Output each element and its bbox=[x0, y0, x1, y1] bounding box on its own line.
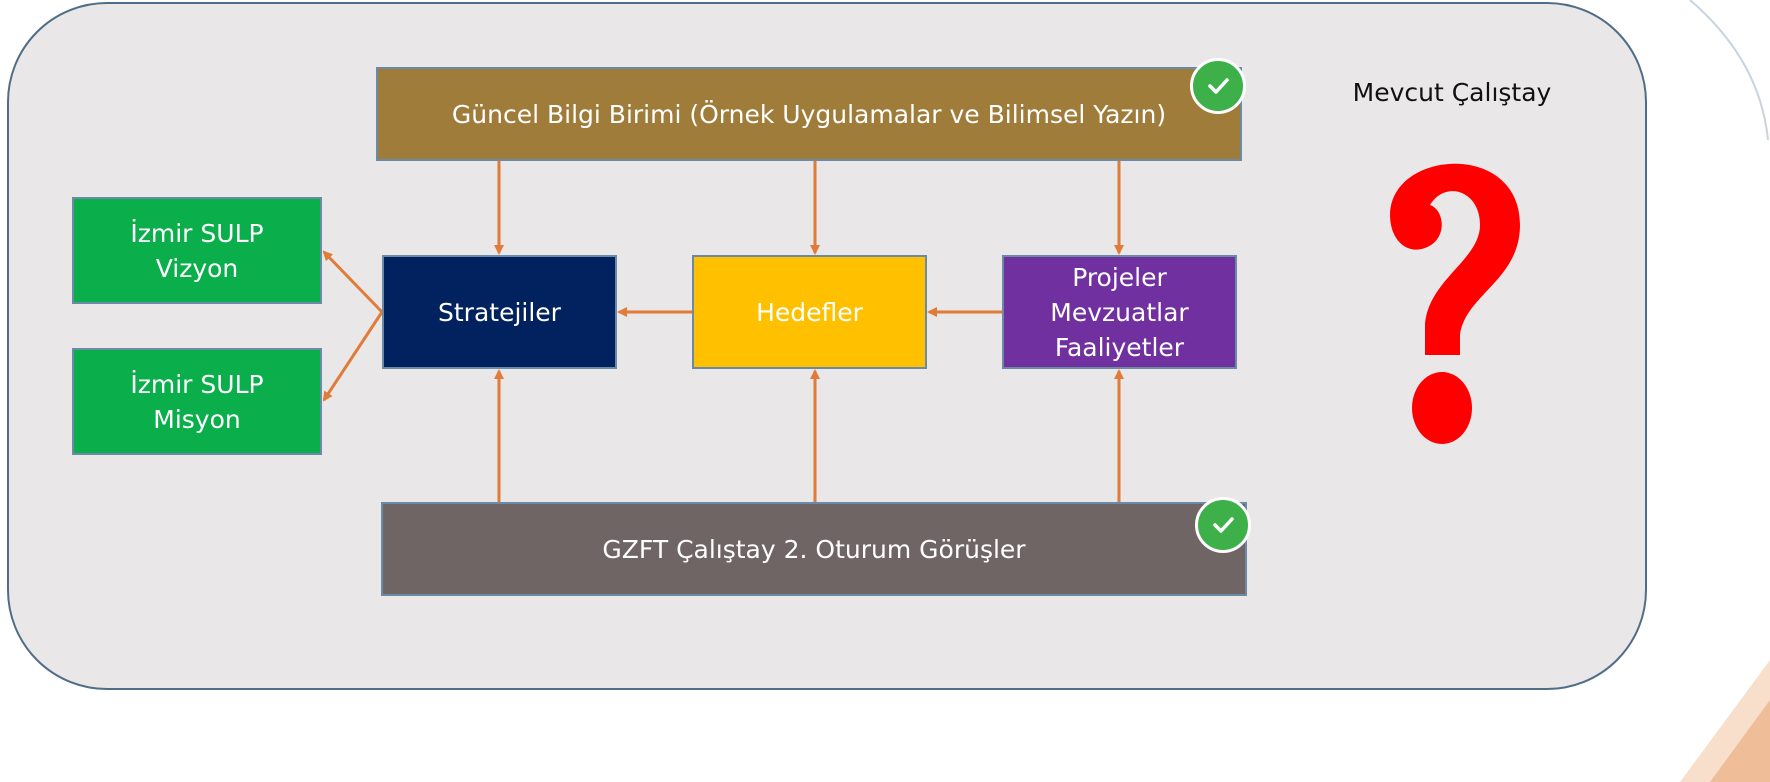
guncel-label: Güncel Bilgi Birimi (Örnek Uygulamalar v… bbox=[451, 99, 1167, 129]
question-mark-icon bbox=[1390, 163, 1520, 444]
box-hedefler: Hedefler bbox=[692, 255, 927, 369]
proje-line-3: Faaliyetler bbox=[1054, 332, 1185, 362]
proje-line-1: Projeler bbox=[1072, 262, 1167, 292]
check-circle-icon bbox=[1195, 497, 1251, 553]
box-izmir-sulp-misyon: İzmir SULP Misyon bbox=[72, 348, 322, 455]
misyon-line-1: İzmir SULP bbox=[130, 369, 264, 399]
box-gzft-calistay: GZFT Çalıştay 2. Oturum Görüşler bbox=[381, 502, 1247, 596]
box-stratejiler: Stratejiler bbox=[382, 255, 617, 369]
mevcut-calistay-label: Mevcut Çalıştay bbox=[1352, 78, 1552, 107]
hedef-label: Hedefler bbox=[756, 297, 863, 327]
vizyon-line-1: İzmir SULP bbox=[130, 218, 264, 248]
strateji-label: Stratejiler bbox=[438, 297, 561, 327]
proje-line-2: Mevzuatlar bbox=[1050, 297, 1189, 327]
gzft-label: GZFT Çalıştay 2. Oturum Görüşler bbox=[602, 534, 1026, 564]
box-guncel-bilgi-birimi: Güncel Bilgi Birimi (Örnek Uygulamalar v… bbox=[376, 67, 1242, 161]
misyon-line-2: Misyon bbox=[153, 404, 241, 434]
vizyon-line-2: Vizyon bbox=[155, 253, 239, 283]
page-corner-decoration bbox=[1680, 0, 1770, 782]
box-projeler-mevzuatlar-faaliyetler: Projeler Mevzuatlar Faaliyetler bbox=[1002, 255, 1237, 369]
box-izmir-sulp-vizyon: İzmir SULP Vizyon bbox=[72, 197, 322, 304]
check-circle-icon bbox=[1190, 58, 1246, 114]
